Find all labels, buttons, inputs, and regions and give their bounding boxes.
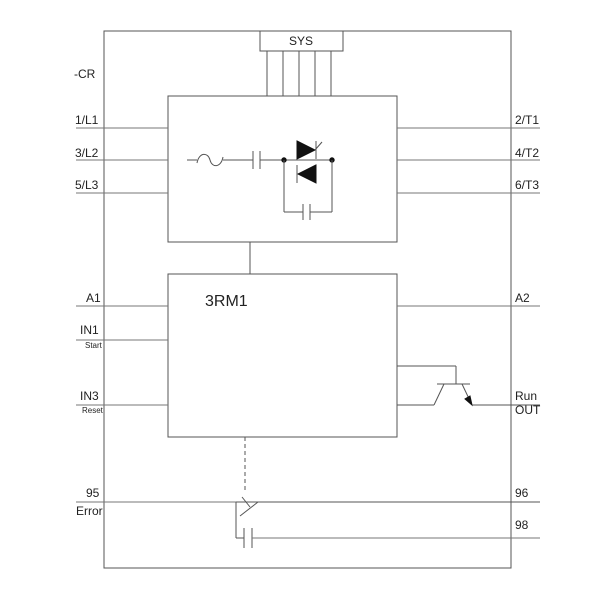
terminal-label-95: 95 — [86, 486, 100, 500]
fuse-icon — [196, 153, 224, 167]
controller-label: 3RM1 — [205, 293, 248, 310]
terminal-sublabel-reset: Reset — [82, 406, 104, 415]
controller-box — [167, 273, 398, 438]
terminal-label-out: OUT — [515, 403, 541, 417]
module-designation: -CR — [74, 67, 96, 81]
terminal-sublabel-start: Start — [85, 341, 103, 350]
terminal-label-in3: IN3 — [80, 389, 99, 403]
terminal-label-in1: IN1 — [80, 323, 99, 337]
sys-label: SYS — [289, 34, 313, 48]
terminal-label-t1: 2/T1 — [515, 113, 539, 127]
power-section-box — [167, 95, 398, 243]
relay-contact-icon — [76, 437, 540, 548]
thyristor-icon — [296, 140, 323, 184]
sys-connector: SYS — [259, 30, 344, 96]
terminal-label-a1: A1 — [86, 291, 101, 305]
terminal-label-t3: 6/T3 — [515, 178, 539, 192]
transistor-icon — [397, 365, 540, 407]
left-terminal-lines — [76, 127, 168, 406]
terminal-label-98: 98 — [515, 518, 529, 532]
right-terminal-lines — [397, 127, 540, 307]
terminal-label-l2: 3/L2 — [75, 146, 99, 160]
terminal-label-a2: A2 — [515, 291, 530, 305]
terminal-label-error: Error — [76, 504, 103, 518]
power-symbols — [187, 140, 335, 220]
terminal-label-t2: 4/T2 — [515, 146, 539, 160]
terminal-label-l1: 1/L1 — [75, 113, 99, 127]
terminal-label-96: 96 — [515, 486, 529, 500]
terminal-label-run: Run — [515, 389, 537, 403]
terminal-label-l3: 5/L3 — [75, 178, 99, 192]
